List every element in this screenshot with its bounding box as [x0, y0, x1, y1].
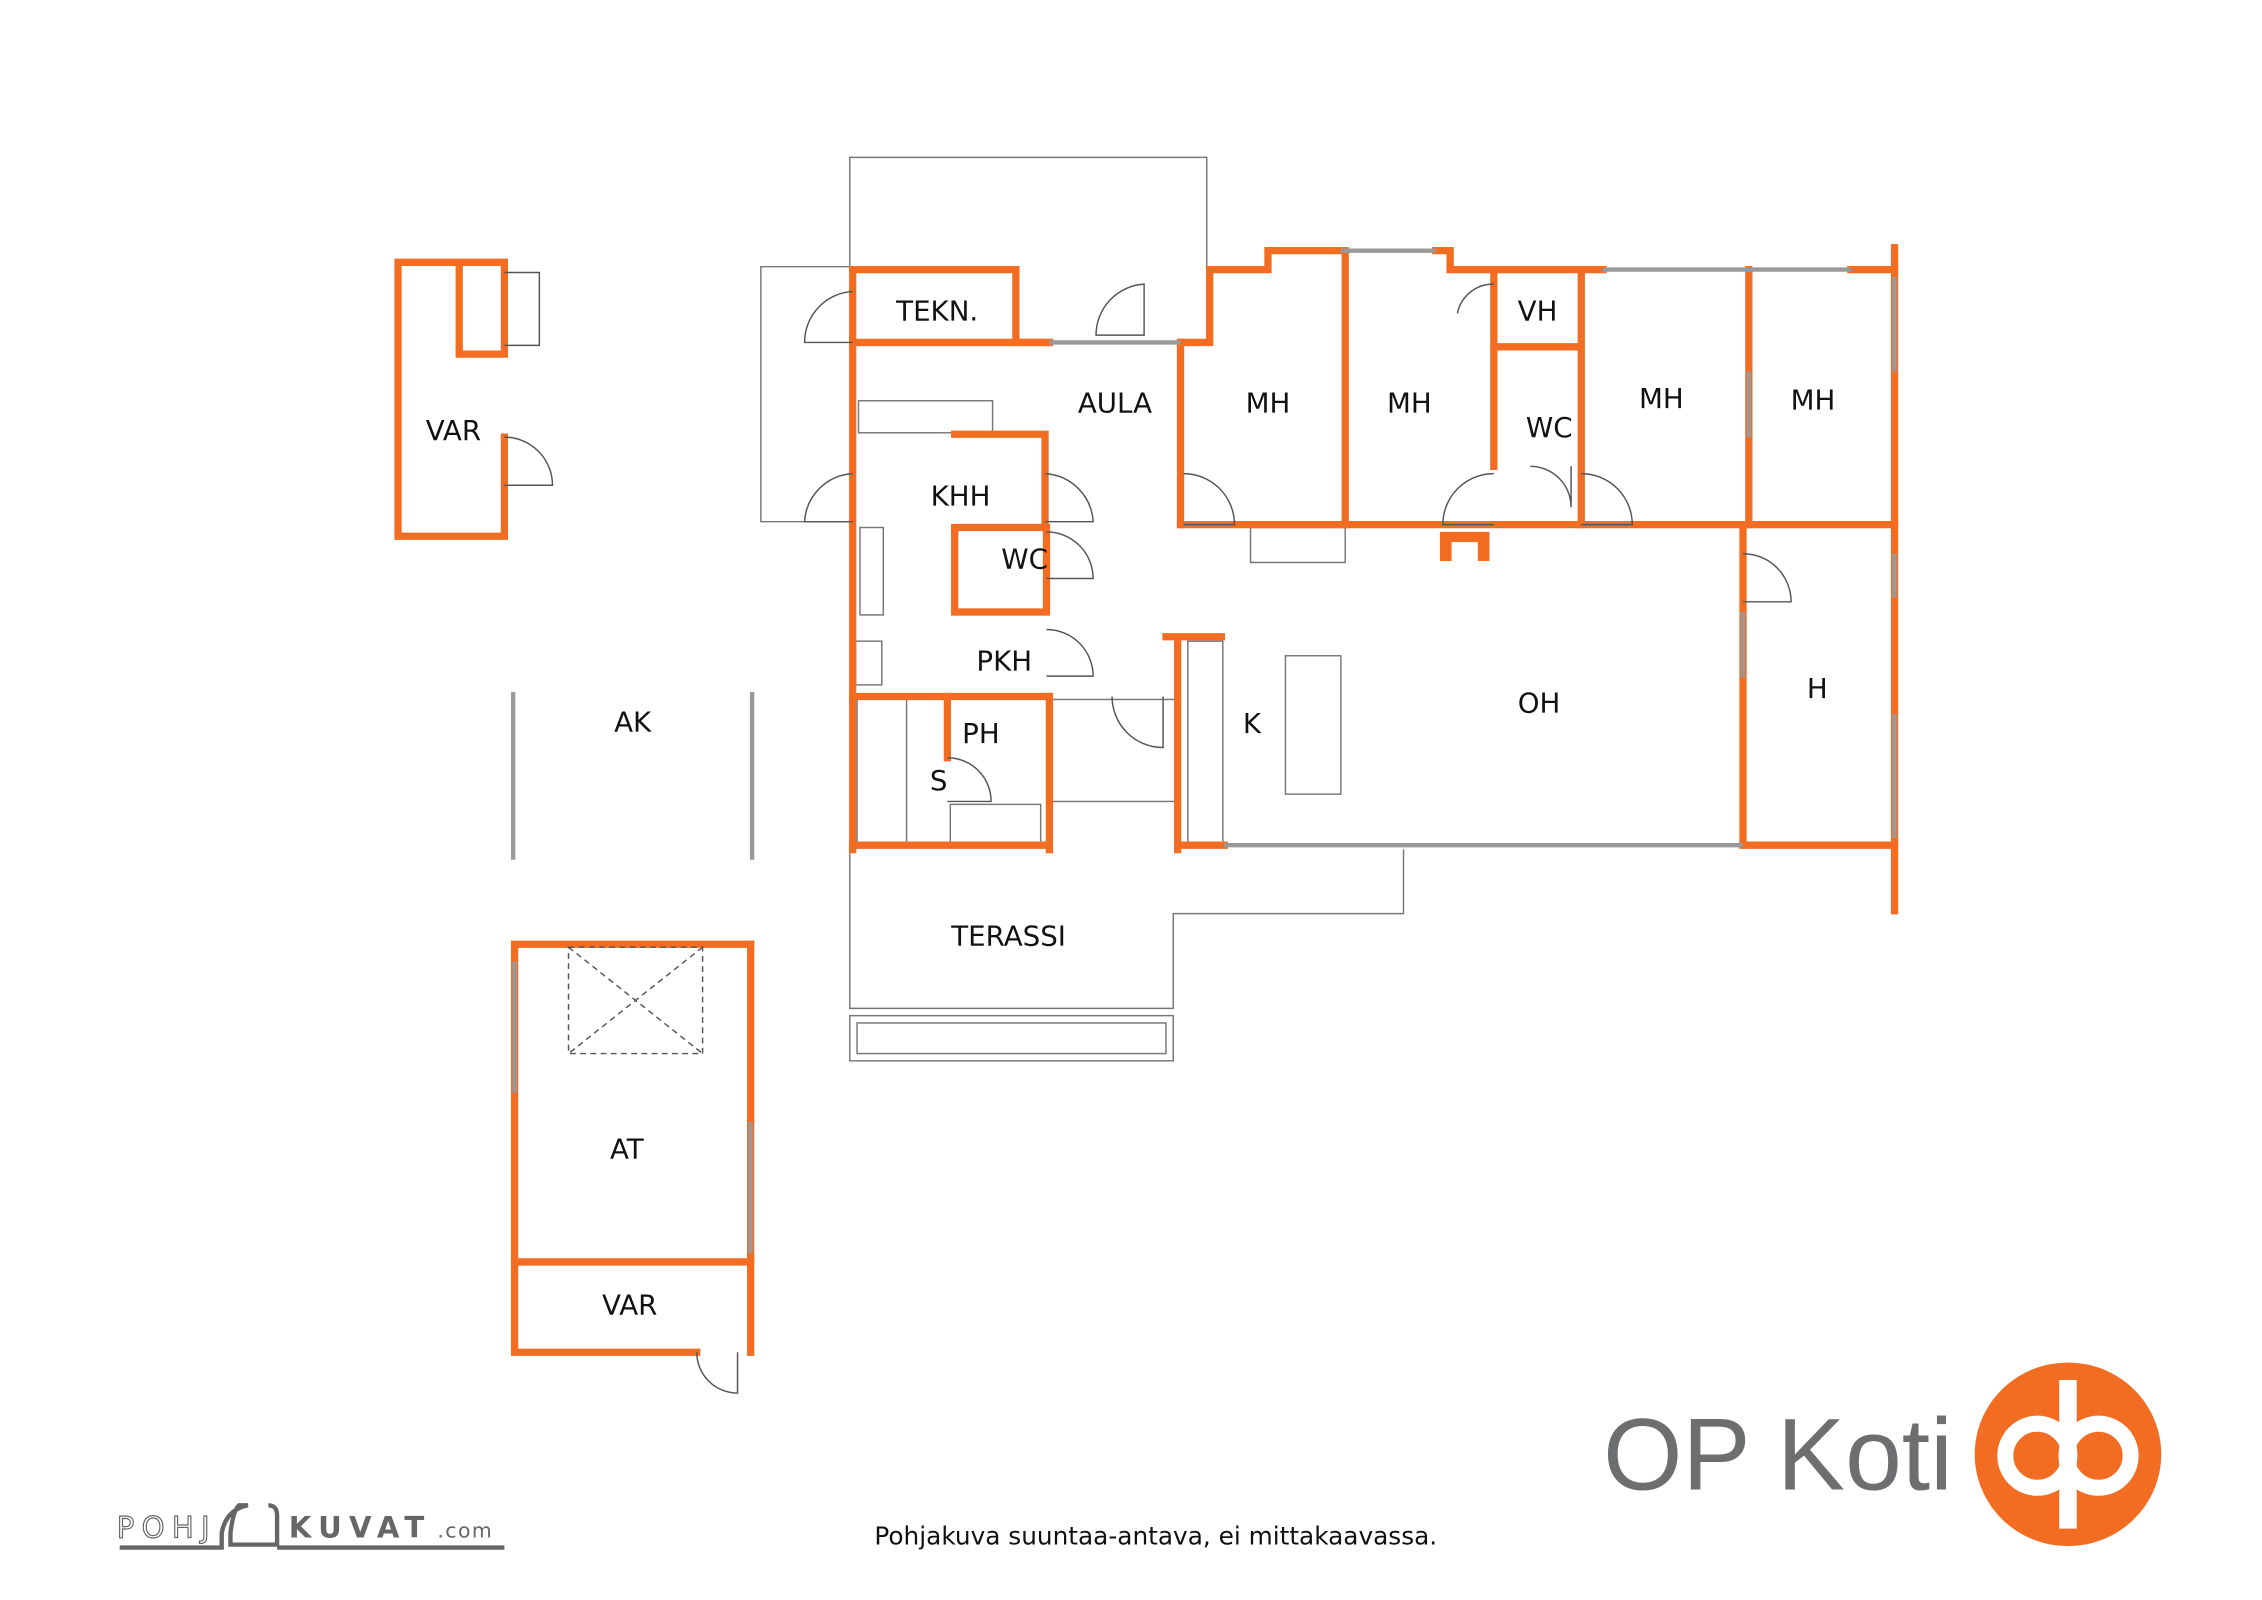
disclaimer-text: Pohjakuva suuntaa-antava, ei mittakaavas…	[874, 1522, 1437, 1551]
op-koti-brand: OP Koti	[1603, 1397, 1953, 1511]
svg-text:.com: .com	[437, 1518, 493, 1542]
room-label-pkh: PKH	[976, 644, 1032, 677]
room-label-terassi: TERASSI	[950, 920, 1066, 953]
room-label-mh4: MH	[1791, 383, 1836, 416]
room-label-k: K	[1243, 707, 1262, 740]
room-label-khh: KHH	[931, 480, 991, 513]
room-label-tekn: TEKN.	[895, 295, 978, 328]
room-label-aula: AULA	[1078, 386, 1152, 419]
svg-text:POHJ: POHJ	[117, 1510, 217, 1544]
room-label-oh: OH	[1518, 687, 1561, 720]
room-label-vh: VH	[1518, 295, 1558, 328]
skylight-marker	[567, 946, 704, 1055]
room-label-wc1: WC	[1526, 411, 1573, 444]
windows	[512, 248, 1897, 1254]
room-label-h: H	[1807, 672, 1828, 705]
op-logo-icon	[1974, 1362, 2162, 1547]
room-label-var2: VAR	[602, 1288, 657, 1321]
walls	[394, 244, 1899, 1356]
pohjakuvat-logo: POHJ KUVAT .com	[116, 1503, 505, 1550]
room-label-at: AT	[610, 1132, 644, 1165]
room-label-mh3: MH	[1639, 382, 1684, 415]
room-label-s: S	[930, 764, 948, 797]
room-label-ak: AK	[614, 706, 652, 739]
room-label-mh1: MH	[1246, 386, 1291, 419]
room-label-var1: VAR	[426, 414, 481, 447]
room-label-ph: PH	[962, 717, 1000, 750]
room-labels: TEKN. AULA MH MH VH WC MH MH KHH WC PKH …	[426, 295, 1836, 1322]
doors	[504, 271, 1792, 1394]
room-label-mh2: MH	[1387, 386, 1432, 419]
svg-text:KUVAT: KUVAT	[289, 1510, 432, 1544]
room-label-wc2: WC	[1001, 542, 1048, 575]
